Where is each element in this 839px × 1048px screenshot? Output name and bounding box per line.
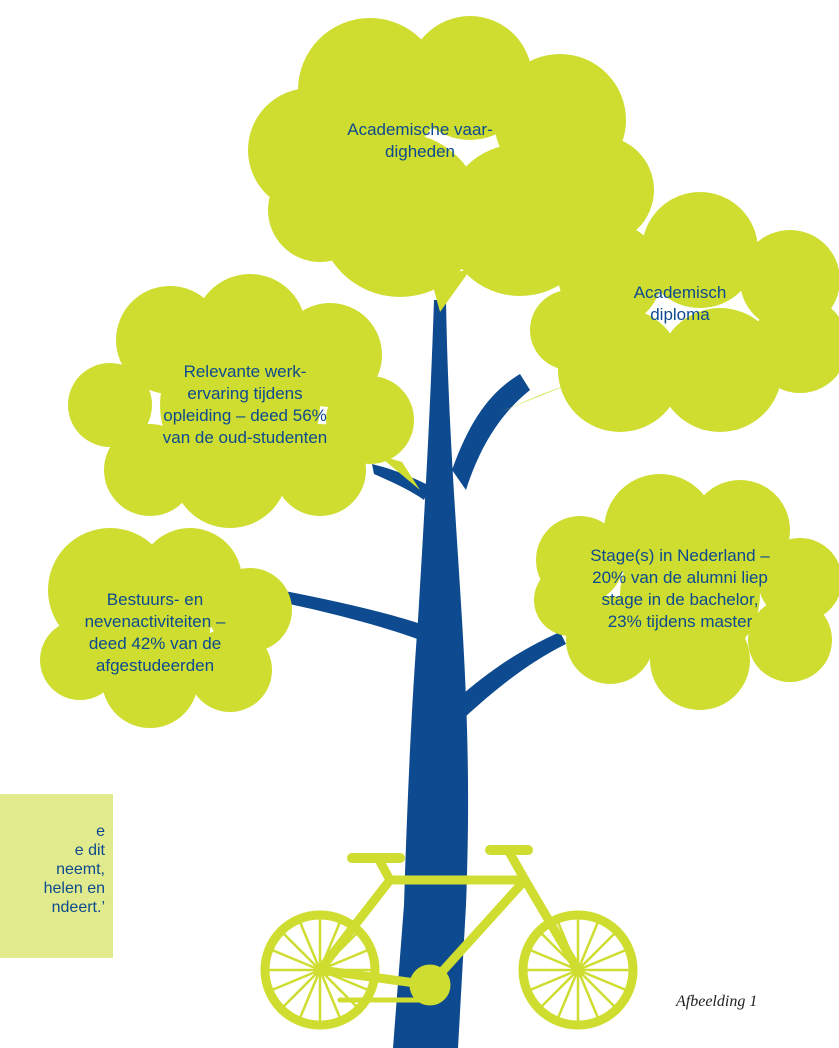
quote-box: e e dit neemt, helen en ndeert.’ [0, 794, 113, 958]
cloud-label-internships: Stage(s) in Nederland – 20% van de alumn… [590, 546, 770, 631]
cloud-left-lower [40, 528, 292, 728]
cloud-label-academic-skills: Academische vaar- digheden [347, 120, 493, 161]
quote-text-fragment: e e dit neemt, helen en ndeert.’ [43, 823, 105, 916]
bicycle-icon [260, 845, 638, 1030]
tree-illustration [270, 300, 566, 1048]
cloud-label-academic-diploma: Academisch diploma [633, 283, 727, 324]
cloud-top [248, 16, 654, 312]
cloud-left-upper [68, 274, 420, 528]
cloud-label-work-experience: Relevante werk- ervaring tijdens opleidi… [162, 362, 328, 447]
cloud-right-lower [534, 474, 839, 710]
cloud-right [500, 192, 839, 432]
cloud-label-extracurricular: Bestuurs- en nevenactiviteiten – deed 42… [84, 590, 226, 675]
figure-caption: Afbeelding 1 [676, 993, 758, 1010]
